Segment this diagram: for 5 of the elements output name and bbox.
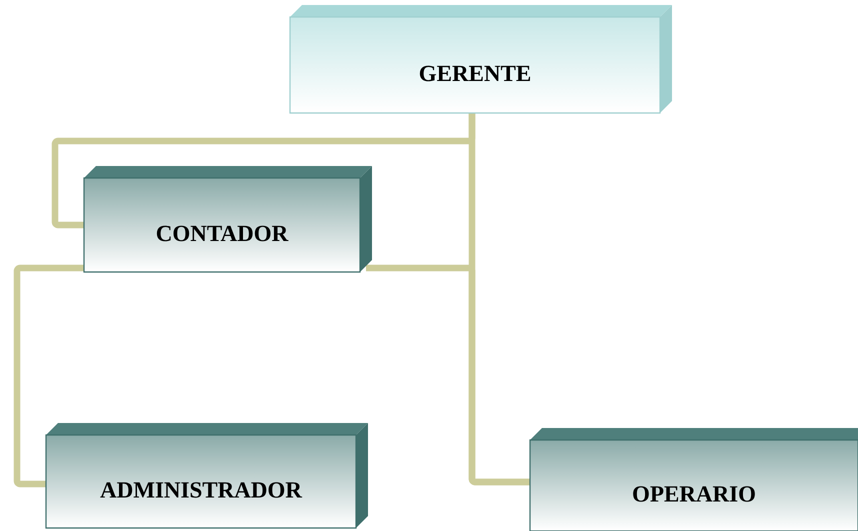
connector-line bbox=[366, 264, 530, 486]
box: GERENTE bbox=[289, 5, 672, 114]
box: OPERARIO bbox=[529, 428, 858, 531]
box: ADMINISTRADOR bbox=[45, 423, 368, 529]
box: CONTADOR bbox=[83, 166, 372, 273]
